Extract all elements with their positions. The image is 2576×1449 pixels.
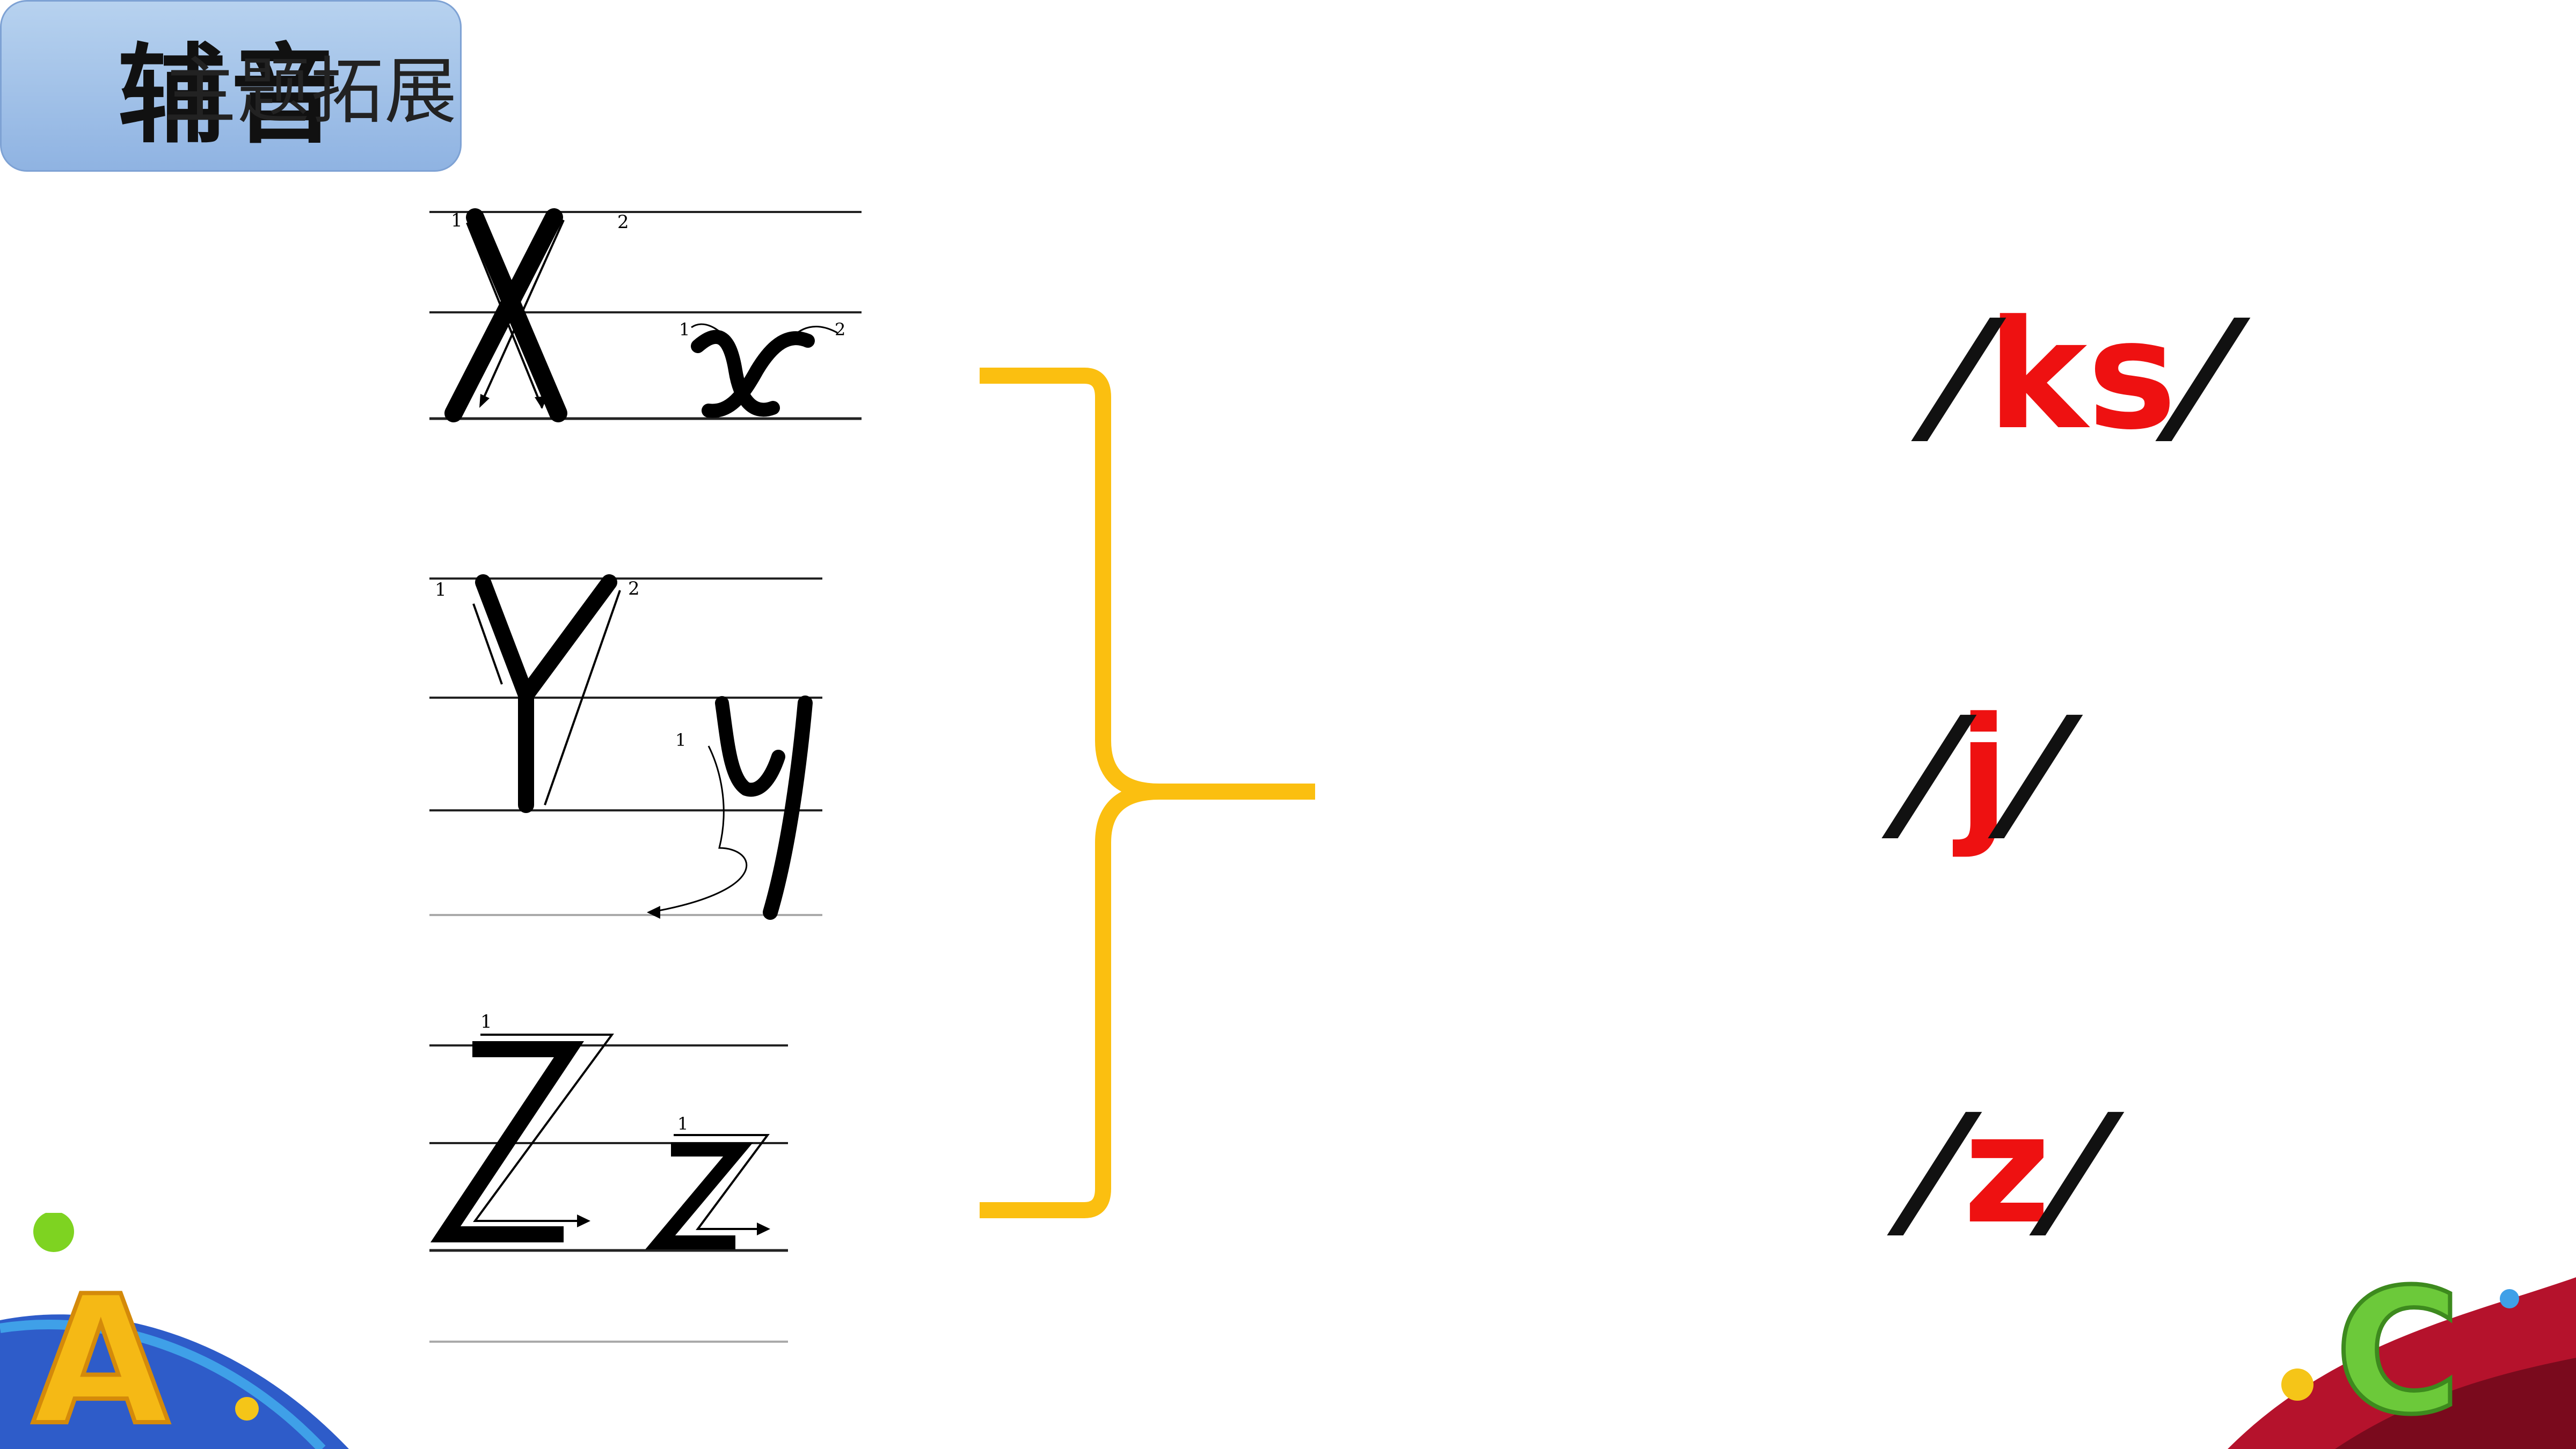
stroke-number-z2: 1 (677, 1114, 688, 1134)
stroke-number-2b: 2 (835, 319, 845, 340)
stroke-number-z1: 1 (480, 1011, 492, 1033)
sound-ks: ks (1987, 288, 2177, 463)
letter-panel-y: 1 2 1 (429, 569, 827, 923)
decoration-bottom-right: C (2228, 1250, 2576, 1449)
handwriting-x-image: 1 2 1 2 (429, 208, 862, 422)
consonant-label-box: 辅音 (0, 0, 462, 172)
phonetic-ks: /ks/ (1904, 288, 2260, 463)
letter-panel-z: 1 1 (429, 1009, 794, 1352)
stroke-number-y2: 2 (628, 578, 640, 599)
stroke-number-1: 1 (451, 210, 463, 231)
letter-c-icon: C (2335, 1253, 2461, 1449)
handwriting-y-image: 1 2 1 (429, 574, 822, 920)
stroke-number-1b: 1 (679, 319, 690, 340)
handwriting-z-image: 1 1 (429, 1011, 788, 1343)
page-title: 主题拓展 (164, 49, 458, 134)
decoration-bottom-left: A (0, 1213, 349, 1449)
sound-z: z (1963, 1082, 2051, 1257)
stroke-number-2: 2 (617, 211, 629, 233)
sound-j: j (1958, 685, 2010, 860)
stroke-number-y1: 1 (435, 579, 447, 601)
phonetic-j: /j/ (1874, 685, 2092, 860)
phonetic-z: /z/ (1880, 1082, 2134, 1257)
stroke-number-y3: 1 (675, 730, 686, 750)
letter-a-icon: A (32, 1258, 171, 1449)
letter-panel-x: 1 2 1 2 (429, 199, 870, 429)
consonant-label: 辅音 (118, 33, 344, 158)
grouping-bracket (980, 368, 1315, 1218)
